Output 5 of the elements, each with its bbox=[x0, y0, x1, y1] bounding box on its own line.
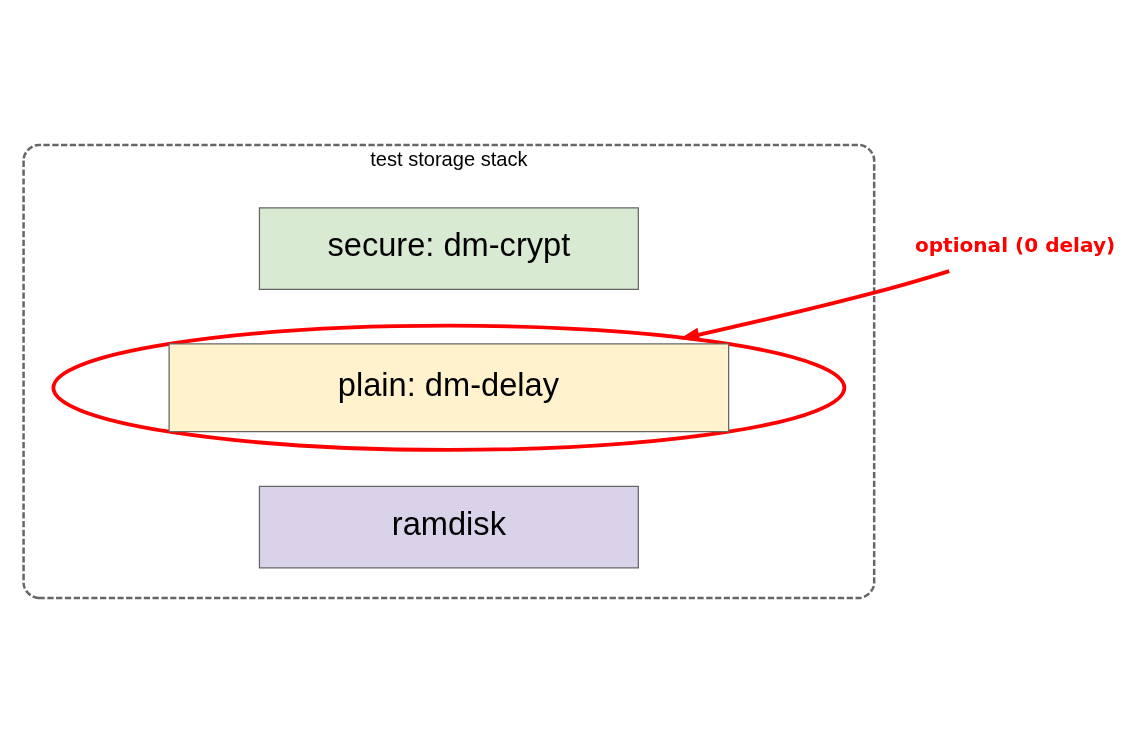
node-text: optional (0 delay) bbox=[914, 232, 1116, 257]
arrow bbox=[679, 268, 950, 342]
node-box: secure: dm-crypt bbox=[258, 206, 639, 290]
node-box: ramdisk bbox=[258, 485, 639, 568]
node-ellipse: plain: dm-delay bbox=[51, 323, 847, 452]
